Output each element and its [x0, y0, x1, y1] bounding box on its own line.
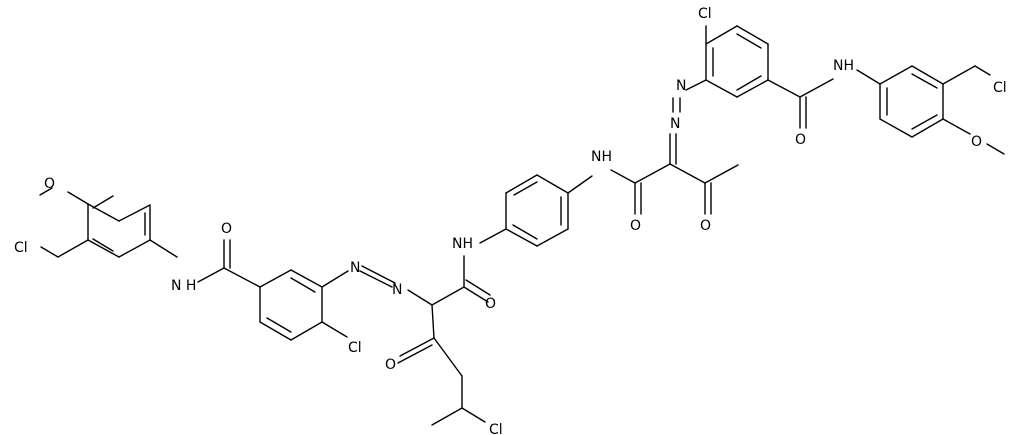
atom-n4: N [676, 78, 686, 94]
atom-cl5: Cl [993, 80, 1007, 96]
atom-nh3: NH [591, 149, 612, 165]
atom-cl2: Cl [348, 340, 362, 356]
bonds [39, 25, 1005, 426]
atom-o6: O [700, 218, 711, 234]
atom-o8: O [971, 134, 982, 150]
atom-labels: O Cl N H O Cl N N NH O O Cl NH O O N N C… [14, 6, 1007, 435]
atom-nh-left: N H [171, 278, 196, 294]
atom-cl4: Cl [698, 6, 712, 22]
atom-o7: O [795, 132, 806, 148]
atom-o5: O [630, 218, 641, 234]
atom-cl1: Cl [14, 240, 28, 256]
atom-n1: N [350, 260, 360, 276]
atom-cl3: Cl [489, 422, 503, 435]
atom-nh2: NH [452, 236, 473, 252]
atom-o2: O [221, 221, 232, 237]
atom-n2: N [392, 282, 402, 298]
atom-nh1: NH [833, 58, 854, 74]
atom-o1: O [44, 176, 55, 192]
atom-n3: N [670, 116, 680, 132]
atom-o4: O [385, 357, 396, 373]
atom-o3: O [485, 296, 496, 312]
